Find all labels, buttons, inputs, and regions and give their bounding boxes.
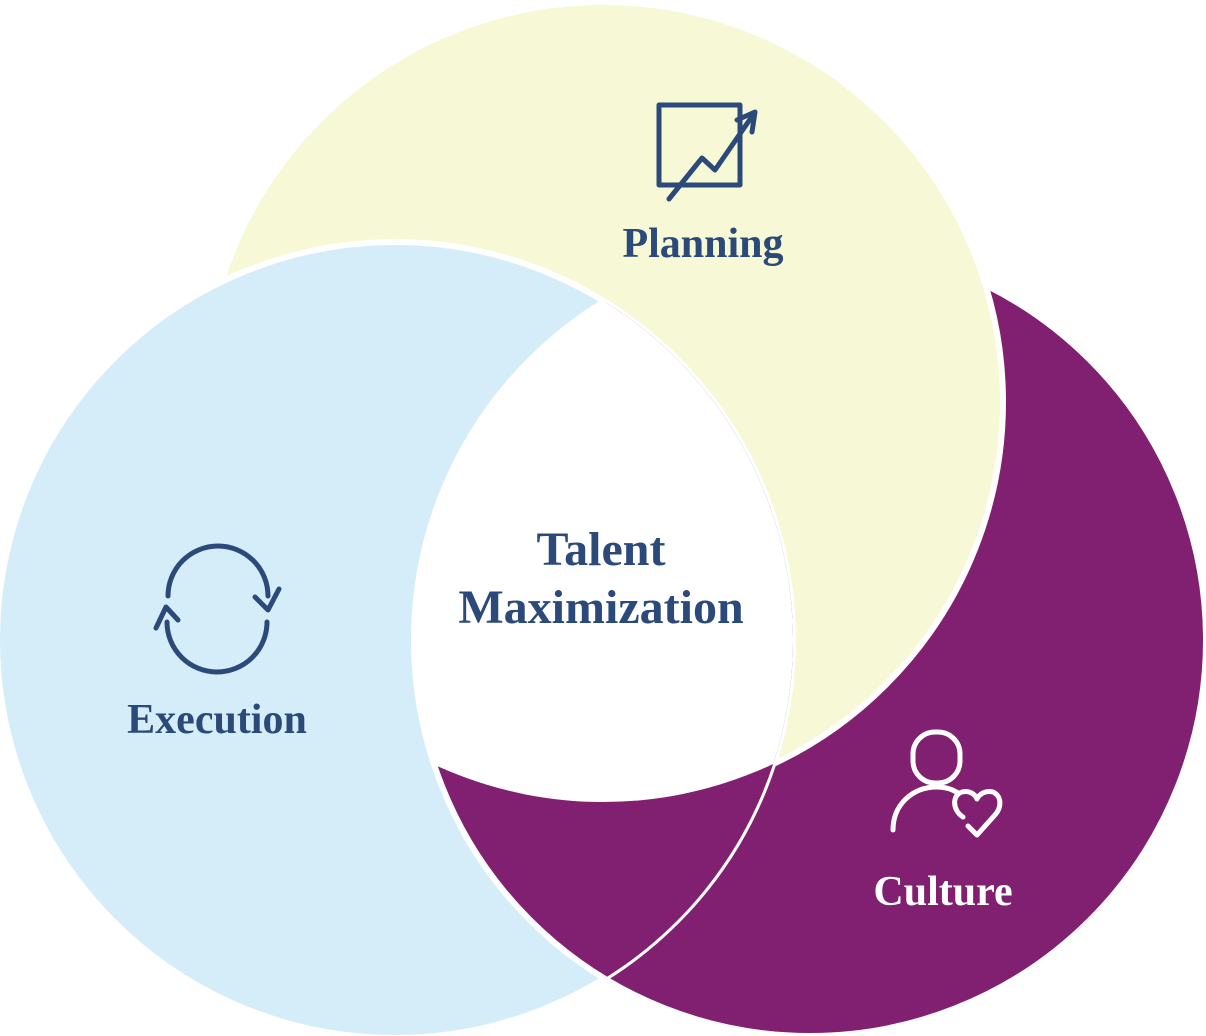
center-label-line2: Maximization bbox=[458, 581, 744, 634]
execution-label: Execution bbox=[127, 697, 307, 743]
center-intersection bbox=[414, 244, 793, 802]
growth-chart-icon bbox=[656, 102, 758, 202]
center-label-line1: Talent bbox=[536, 523, 666, 576]
planning-label: Planning bbox=[622, 221, 784, 267]
person-heart-icon bbox=[890, 729, 1003, 838]
refresh-cycle-icon bbox=[153, 543, 282, 675]
culture-label: Culture bbox=[873, 869, 1013, 915]
